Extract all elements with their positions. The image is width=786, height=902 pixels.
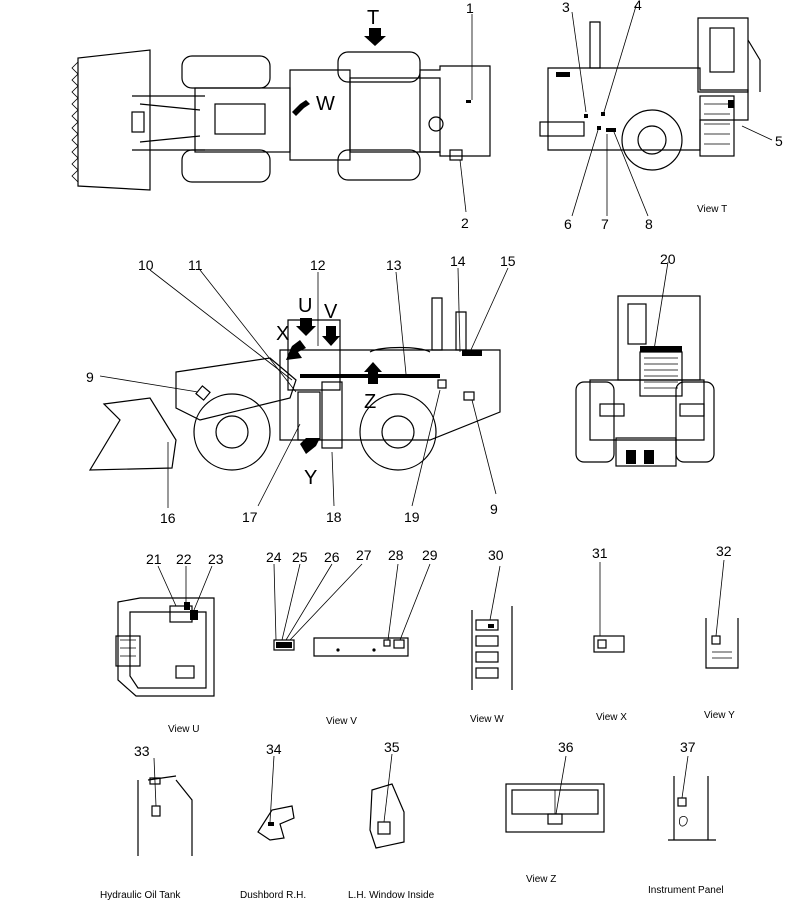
arrow-label-t: T bbox=[367, 7, 379, 29]
callout-13: 13 bbox=[386, 257, 402, 273]
hydraulic-tank-diagram: 33 Hydraulic Oil Tank bbox=[100, 743, 193, 901]
callout-20: 20 bbox=[660, 251, 676, 267]
callout-19: 19 bbox=[404, 509, 420, 525]
view-u-caption: View U bbox=[168, 724, 200, 735]
callout-15: 15 bbox=[500, 253, 516, 269]
callout-16: 16 bbox=[160, 510, 176, 526]
rear-view-loader: 20 bbox=[575, 251, 715, 467]
arrow-label-u: U bbox=[298, 295, 312, 317]
callout-14: 14 bbox=[450, 253, 466, 269]
view-x-caption: View X bbox=[596, 712, 627, 723]
arrow-label-z: Z bbox=[364, 391, 376, 413]
view-x-diagram: 31 View X bbox=[592, 545, 627, 723]
view-v-caption: View V bbox=[326, 716, 357, 727]
callout-32: 32 bbox=[716, 543, 732, 559]
view-v-diagram: 24 25 26 27 28 29 View V bbox=[266, 547, 438, 727]
view-u-diagram: 21 22 23 View U bbox=[115, 551, 224, 735]
callout-9b: 9 bbox=[490, 501, 498, 517]
callout-36: 36 bbox=[558, 739, 574, 755]
window-diagram: 35 L.H. Window Inside bbox=[348, 739, 435, 901]
callout-9a: 9 bbox=[86, 369, 94, 385]
callout-12: 12 bbox=[310, 257, 326, 273]
view-t-diagram: 3 4 5 6 7 8 View T bbox=[539, 0, 783, 232]
callout-22: 22 bbox=[176, 551, 192, 567]
callout-31: 31 bbox=[592, 545, 608, 561]
hydraulic-tank-caption: Hydraulic Oil Tank bbox=[100, 890, 181, 901]
callout-21: 21 bbox=[146, 551, 162, 567]
callout-10: 10 bbox=[138, 257, 154, 273]
instrument-panel-diagram: 37 Instrument Panel bbox=[648, 739, 724, 896]
callout-29: 29 bbox=[422, 547, 438, 563]
view-z-caption: View Z bbox=[526, 874, 556, 885]
callout-18: 18 bbox=[326, 509, 342, 525]
callout-37: 37 bbox=[680, 739, 696, 755]
callout-6: 6 bbox=[564, 216, 572, 232]
instrument-panel-caption: Instrument Panel bbox=[648, 885, 724, 896]
callout-34: 34 bbox=[266, 741, 282, 757]
callout-24: 24 bbox=[266, 549, 282, 565]
callout-28: 28 bbox=[388, 547, 404, 563]
callout-4: 4 bbox=[634, 0, 642, 13]
callout-5: 5 bbox=[775, 133, 783, 149]
dashboard-diagram: 34 Dushbord R.H. bbox=[240, 741, 306, 901]
callout-30: 30 bbox=[488, 547, 504, 563]
callout-17: 17 bbox=[242, 509, 258, 525]
view-w-diagram: 30 View W bbox=[470, 547, 513, 725]
dashboard-caption: Dushbord R.H. bbox=[240, 890, 306, 901]
view-y-diagram: 32 View Y bbox=[704, 543, 739, 721]
callout-8: 8 bbox=[645, 216, 653, 232]
view-y-caption: View Y bbox=[704, 710, 735, 721]
arrow-label-y: Y bbox=[304, 467, 317, 489]
view-z-diagram: 36 View Z bbox=[505, 739, 605, 885]
callout-3: 3 bbox=[562, 0, 570, 15]
arrow-label-v: V bbox=[324, 301, 338, 323]
arrow-label-x: X bbox=[276, 323, 289, 345]
arrow-label-w: W bbox=[316, 93, 335, 115]
callout-1: 1 bbox=[466, 0, 474, 16]
window-caption: L.H. Window Inside bbox=[348, 890, 435, 901]
callout-25: 25 bbox=[292, 549, 308, 565]
top-view-loader: T W 1 2 bbox=[71, 0, 491, 231]
callout-27: 27 bbox=[356, 547, 372, 563]
callout-11: 11 bbox=[188, 257, 203, 273]
callout-7: 7 bbox=[601, 216, 609, 232]
view-t-caption: View T bbox=[697, 204, 727, 215]
callout-26: 26 bbox=[324, 549, 340, 565]
callout-33: 33 bbox=[134, 743, 150, 759]
view-w-caption: View W bbox=[470, 714, 504, 725]
callout-23: 23 bbox=[208, 551, 224, 567]
callout-35: 35 bbox=[384, 739, 400, 755]
callout-2: 2 bbox=[461, 215, 469, 231]
side-view-loader: U V X Z Y 10 11 12 13 14 15 9 16 17 18 1… bbox=[86, 253, 516, 526]
